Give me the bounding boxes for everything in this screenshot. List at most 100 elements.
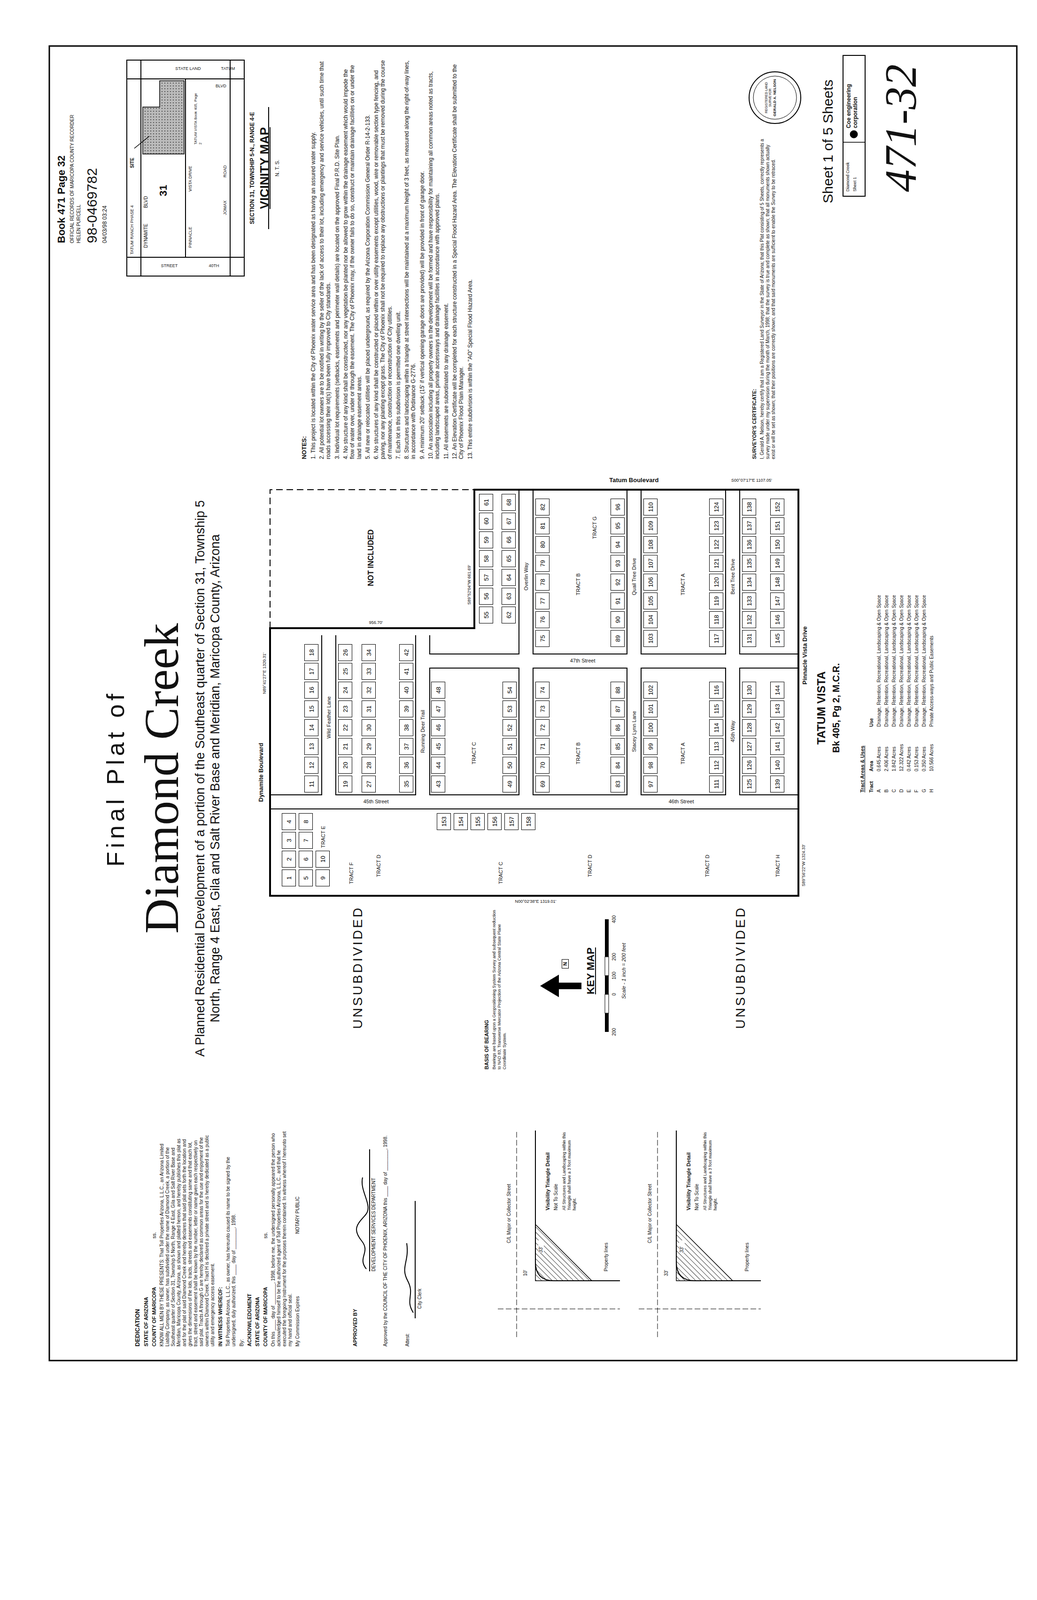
lot-number: 158 [525,816,533,828]
lot-number: 54 [506,687,514,694]
lot-box: 27 [361,775,376,793]
plat-label: 2. All potential lot owners are to be no… [318,60,333,460]
lot-number: 140 [773,760,782,771]
lot-box: 131 [742,630,757,648]
lot-box: 56 [479,588,494,605]
lot-box: 94 [610,536,625,554]
lot-number: 9 [319,876,327,880]
lot-number: 32 [365,687,373,694]
lot-number: 72 [539,724,547,732]
lot-number: 62 [505,611,513,619]
plat-label: BLVD [143,189,149,209]
lot-number: 157 [508,816,516,828]
plat-label: Coe engineering corporation [845,57,860,129]
plat-label: Final Plat of [100,496,131,1061]
lot-number: 151 [773,520,782,532]
lot-box: 44 [431,757,446,774]
lot-box: 149 [770,555,785,573]
lot-number: 92 [614,579,622,586]
plat-label: Dynamite Boulevard [257,698,265,803]
lot-box: 72 [535,719,550,737]
lot-box: 43 [431,775,446,793]
lot-number: 108 [647,539,655,550]
lot-number: 82 [539,503,547,511]
lot-number: 129 [745,704,753,715]
lot-number: 26 [341,649,349,657]
lot-number: 121 [712,558,720,569]
plat-label: Visibility Triangle Detail [685,1130,692,1211]
lot-number: 21 [341,743,349,751]
lot-box: 51 [502,738,517,756]
lot-number: 35 [402,781,411,788]
plat-label: COUNTY OF MARICOPA [151,1243,158,1347]
lot-box: 109 [643,517,658,535]
plat-label: KEY MAP [584,910,597,1033]
lot-box: 103 [643,630,658,648]
plat-label: VISTA DRIVE [187,149,194,192]
lot-number: 123 [712,520,720,532]
lot-box: 23 [338,700,353,718]
lot-number: 103 [647,633,655,644]
plat-label: Attest: [404,1318,411,1347]
lot-box: 21 [338,738,353,756]
plat-label: Tract Areas & Uses [859,651,866,793]
lot-box: 29 [361,738,376,756]
lot-box: 111 [709,775,724,793]
lot-box: 62 [501,606,516,624]
plat-label: 33' [663,1264,670,1277]
lot-number: 100 [647,722,655,734]
lot-box: 118 [709,611,724,629]
plat-label: Not To Scale [553,1130,559,1211]
lot-number: 144 [773,685,782,696]
lot-box: 36 [399,757,414,774]
lot-box: 138 [742,498,757,516]
lot-box: 6 [298,851,313,868]
lot-number: 1 [285,876,293,880]
lot-number: 113 [712,742,720,752]
plat-label: TRACT C [497,846,504,885]
plat-label: NOTARY PUBLIC [294,1140,301,1235]
lot-box: 78 [535,573,550,591]
lot-box: 53 [502,700,517,718]
lot-box: 81 [535,517,550,535]
lot-number: 84 [614,762,622,769]
lot-number: 64 [505,574,513,581]
plat-label: SITE [129,149,136,169]
lot-box: 41 [399,663,414,681]
lot-number: 5 [302,876,310,880]
lot-box: 8 [298,813,313,831]
plat-label: N89°41'27"E 1320.31' [262,623,268,695]
plat-label: S89°56'22"W 1324.33' [801,816,807,887]
lot-number: 124 [712,502,720,513]
lot-number: 66 [505,536,513,544]
plat-label: Drainage, Retention, Recreational, Lands… [906,501,913,728]
lot-box: 52 [502,719,517,737]
plat-label: Tatum Boulevard [594,476,674,485]
lot-number: 17 [308,668,316,675]
lot-box: 33 [361,663,376,681]
lot-number: 12 [308,762,316,769]
lot-box: 82 [535,498,550,516]
lot-box: 64 [501,569,516,587]
lot-box: 137 [742,517,757,535]
plat-label: N [561,959,569,969]
lot-number: 142 [773,722,782,734]
lot-number: 93 [614,560,622,567]
plat-label: APPROVED BY [352,1253,359,1347]
plat-label: TATUM VISTA Book 405, Page 2 [193,90,203,145]
lot-number: 134 [745,577,753,588]
lot-box: 143 [770,700,785,718]
lot-box: 77 [535,592,550,610]
lot-box: 92 [610,573,625,591]
lot-number: 3 [285,838,293,843]
lot-number: 24 [341,687,349,694]
lot-box: 145 [770,630,785,648]
lot-box: 132 [742,611,757,629]
lot-number: 101 [647,704,655,715]
lot-box: 22 [338,719,353,737]
lot-number: 38 [402,724,411,732]
plat-title: Diamond Creek [132,496,192,1061]
plat-label: Use [868,501,875,728]
lot-number: 67 [505,518,513,525]
lot-box: 85 [610,738,625,756]
